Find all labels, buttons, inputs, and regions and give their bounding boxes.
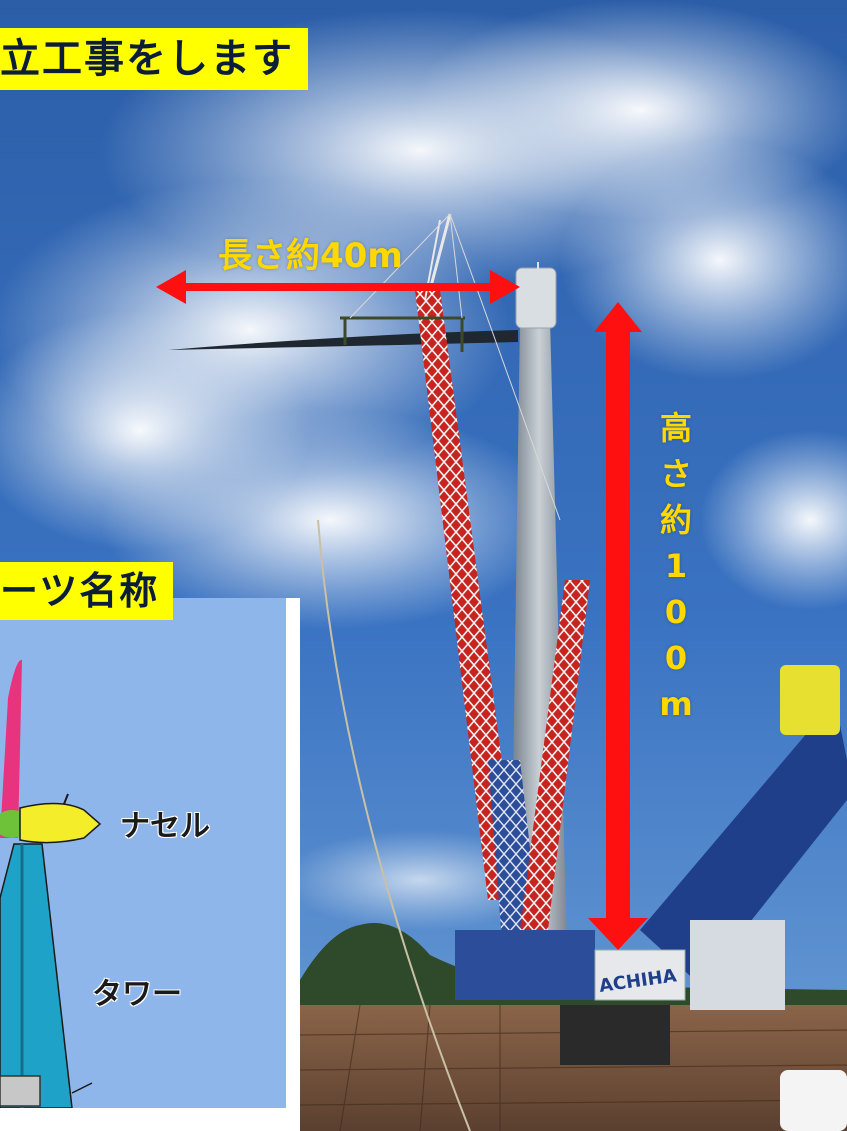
width-arrow xyxy=(156,270,520,304)
blade-diagram-icon xyxy=(0,659,22,838)
mobile-crane-head xyxy=(780,665,840,735)
parts-name-inset: ナセル タワー xyxy=(0,598,300,1131)
turbine-parts-diagram xyxy=(0,659,102,1108)
turbine-nacelle xyxy=(515,267,557,329)
title-banner: 立工事をします xyxy=(0,28,308,90)
nacelle-diagram-icon xyxy=(19,802,102,844)
mobile-crane-boom xyxy=(640,700,847,985)
tower-diagram-icon xyxy=(0,843,73,1108)
lifting-frame xyxy=(340,316,465,352)
parts-banner-text: ーツ名称 xyxy=(0,569,160,613)
crane-body xyxy=(455,930,595,1000)
crane-cab xyxy=(594,949,686,1001)
crane-tracks xyxy=(560,1005,670,1065)
parts-banner: ーツ名称 xyxy=(0,562,174,620)
parked-car xyxy=(780,1070,847,1131)
width-measurement-label: 長さ約40m xyxy=(218,236,403,276)
secondary-crane-boom xyxy=(520,580,590,930)
title-text: 立工事をします xyxy=(0,36,294,82)
nacelle-label: ナセル xyxy=(120,809,210,844)
truck-cab xyxy=(690,920,785,1010)
height-measurement-label: 高さ約100m xyxy=(659,409,693,723)
parts-diagram: ナセル タワー xyxy=(0,598,286,1108)
height-arrow xyxy=(588,302,648,950)
tower-label: タワー xyxy=(92,977,182,1012)
main-crane-boom xyxy=(415,290,520,900)
